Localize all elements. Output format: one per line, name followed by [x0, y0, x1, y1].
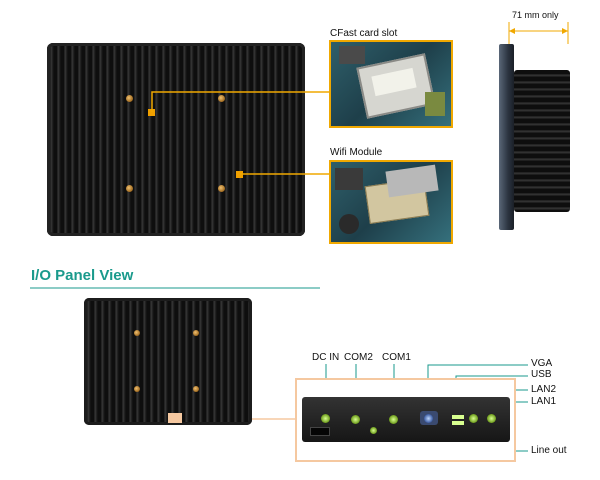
dc-in-label: DC IN — [312, 352, 340, 363]
screw — [193, 386, 199, 392]
vga-label: VGA — [531, 358, 553, 369]
screw — [126, 95, 133, 102]
wifi-photo — [329, 160, 453, 244]
wifi-module-marker — [236, 171, 243, 178]
com2-port — [351, 415, 360, 424]
screw — [193, 330, 199, 336]
side-view-heatsink — [514, 70, 570, 212]
side-view-bezel — [499, 44, 514, 230]
screw — [134, 330, 140, 336]
vga-port — [424, 414, 433, 423]
io-panel-strip — [302, 397, 510, 442]
side-width-label: 71 mm only — [512, 10, 559, 20]
cfast-label: CFast card slot — [330, 28, 398, 39]
screw — [126, 185, 133, 192]
lan2-port — [469, 414, 478, 423]
line-out-label: Line out — [531, 445, 567, 456]
width-arrow-left — [509, 28, 515, 34]
screw — [134, 386, 140, 392]
com1-label: COM1 — [382, 352, 411, 363]
rear-panel-heatsink — [47, 43, 305, 236]
dc-in-port — [321, 414, 330, 423]
lan1-label: LAN1 — [531, 396, 557, 407]
wifi-label: Wifi Module — [330, 147, 383, 158]
section-title: I/O Panel View — [31, 267, 134, 284]
screw — [218, 95, 225, 102]
lan2-label: LAN2 — [531, 384, 557, 395]
com2-label: COM2 — [344, 352, 373, 363]
cfast-slot-marker — [148, 109, 155, 116]
usb-label: USB — [531, 369, 552, 380]
screw — [218, 185, 225, 192]
rear-panel-frame — [47, 43, 305, 236]
width-arrow-right — [562, 28, 568, 34]
io-rear-heatsink — [84, 298, 252, 425]
io-panel-highlight — [168, 413, 182, 423]
cfast-photo — [329, 40, 453, 128]
com1-port — [389, 415, 398, 424]
lan1-port — [487, 414, 496, 423]
line-out-port — [370, 427, 377, 434]
